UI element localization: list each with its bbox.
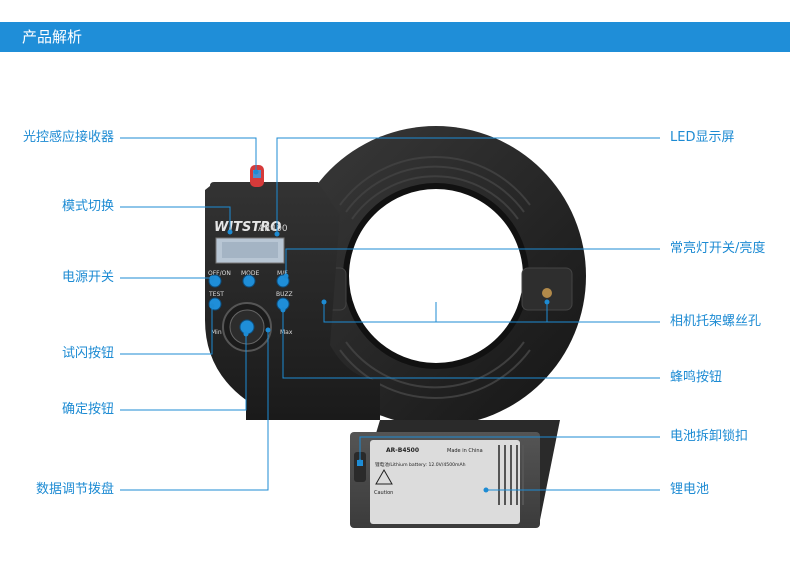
svg-text:Min: Min [211, 329, 222, 336]
mode-button [242, 274, 256, 288]
label-adjust-dial: 数据调节拨盘 [35, 482, 114, 497]
svg-text:Max: Max [280, 329, 293, 336]
svg-text:OFF/ON: OFF/ON [208, 270, 231, 277]
label-power-switch: 电源开关 [61, 270, 114, 285]
label-battery: 锂电池 [670, 482, 710, 497]
svg-text:锂电池/Lithium battery: 12.0V/450: 锂电池/Lithium battery: 12.0V/4500mAh [375, 461, 466, 468]
header-bar [0, 22, 790, 52]
svg-text:AR-B4500: AR-B4500 [386, 447, 419, 454]
svg-text:Caution: Caution [374, 490, 393, 496]
svg-text:M/F: M/F [277, 270, 288, 277]
label-battery-latch: 电池拆卸锁扣 [670, 429, 749, 444]
svg-text:MODE: MODE [241, 270, 260, 277]
label-buzz-button: 蜂鸣按钮 [670, 370, 723, 385]
label-test-button: 试闪按钮 [61, 346, 114, 361]
battery-latch [354, 452, 366, 482]
ring-flash [286, 126, 586, 426]
svg-text:TEST: TEST [208, 291, 224, 298]
label-screw-hole: 相机托架螺丝孔 [670, 314, 762, 329]
svg-text:Made in China: Made in China [447, 448, 483, 454]
battery: AR-B4500 Made in China 锂电池/Lithium batte… [350, 432, 540, 528]
label-led-display: LED显示屏 [670, 130, 735, 145]
label-mode-switch: 模式切换 [61, 199, 114, 214]
label-ok-button: 确定按钮 [61, 402, 114, 417]
leader-lines [120, 137, 660, 491]
model-name: AR400 [258, 224, 288, 234]
label-light-sensor: 光控感应接收器 [22, 130, 114, 145]
label-constant-light: 常亮灯开关/亮度 [670, 241, 766, 256]
screw-hole-right-icon [542, 288, 552, 298]
caution-icon [375, 468, 393, 485]
svg-text:BUZZ: BUZZ [276, 291, 293, 298]
page-title: 产品解析 [22, 28, 83, 46]
